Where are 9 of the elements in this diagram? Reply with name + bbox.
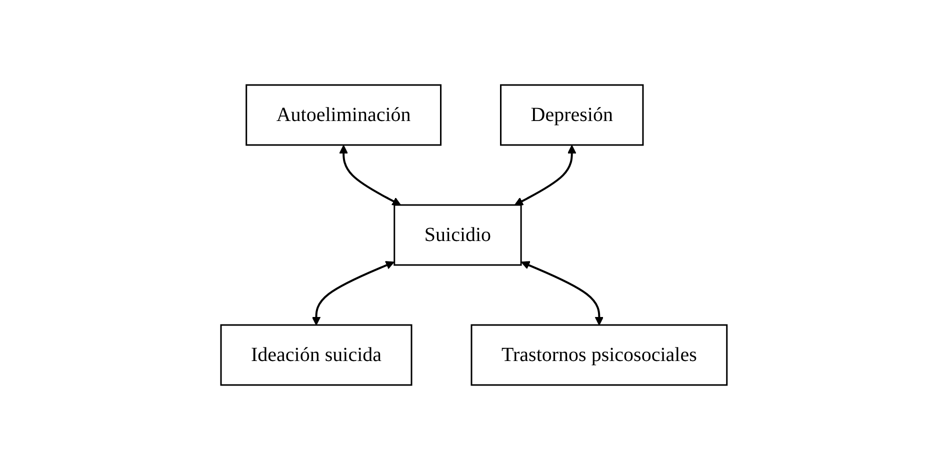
arrow: [339, 145, 402, 206]
node-box: Ideación suicida: [220, 324, 412, 386]
node-box: Trastornos psicosociales: [470, 324, 728, 386]
arrow: [514, 145, 576, 206]
arrow: [312, 261, 394, 326]
node-box: Depresión: [500, 84, 644, 146]
node-box: Autoeliminación: [246, 84, 442, 146]
arrow: [521, 261, 604, 326]
node-box: Suicidio: [394, 204, 522, 266]
